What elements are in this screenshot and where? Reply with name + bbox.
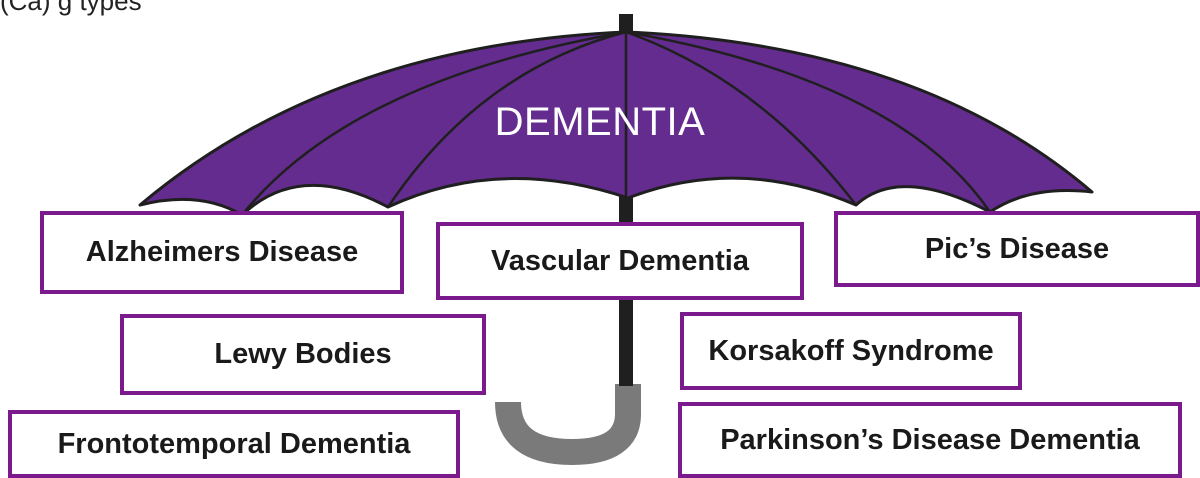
- type-alzheimers: Alzheimers Disease: [40, 211, 404, 294]
- type-frontotemporal: Frontotemporal Dementia: [8, 410, 460, 478]
- type-parkinsons: Parkinson’s Disease Dementia: [678, 402, 1182, 478]
- type-pics: Pic’s Disease: [834, 211, 1200, 287]
- type-lewy: Lewy Bodies: [120, 314, 486, 395]
- type-korsakoff: Korsakoff Syndrome: [680, 312, 1022, 390]
- umbrella-handle: [508, 384, 628, 452]
- umbrella-title: DEMENTIA: [470, 100, 730, 145]
- type-vascular: Vascular Dementia: [436, 222, 804, 300]
